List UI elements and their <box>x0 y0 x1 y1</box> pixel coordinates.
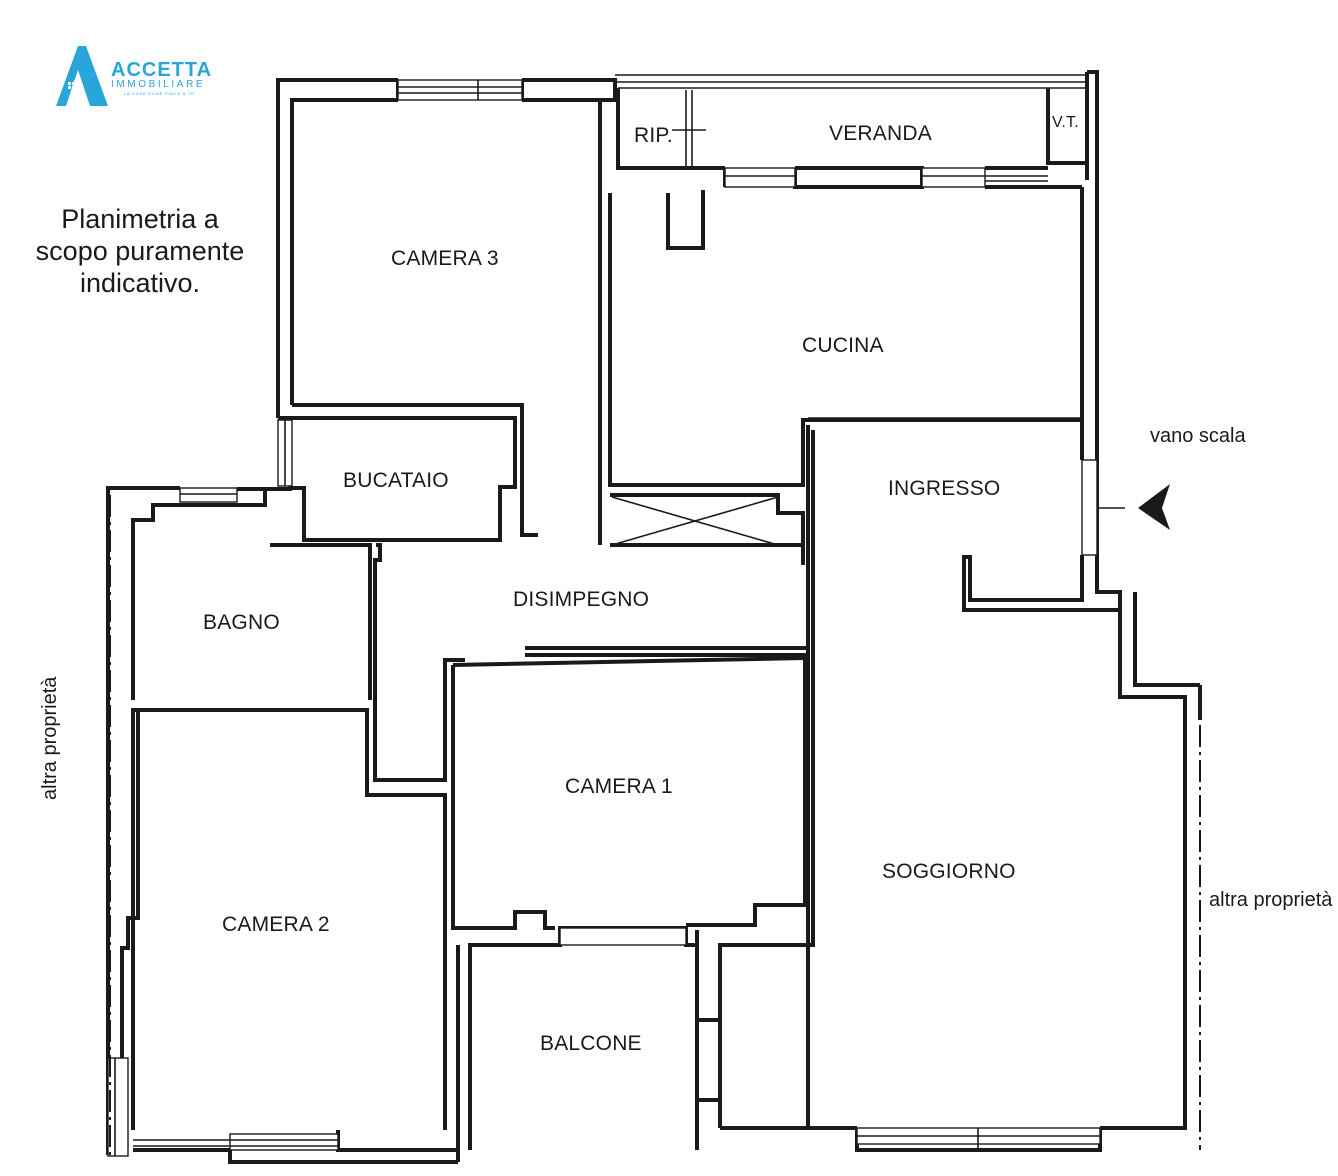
label-camera3: CAMERA 3 <box>391 247 499 270</box>
disclaimer-line-1: Planimetria a <box>61 204 219 234</box>
brand-subtitle: IMMOBILIARE <box>111 79 206 90</box>
window-cucina-left <box>724 167 796 188</box>
label-rip: RIP. <box>634 124 673 147</box>
window-camera2 <box>229 1133 339 1151</box>
disclaimer-line-2: scopo puramente <box>35 236 245 266</box>
label-ingresso: INGRESSO <box>888 477 1000 500</box>
disclaimer-note: Planimetria a scopo puramente indicativo… <box>22 203 258 299</box>
brand-tagline: LA CASA COME PIACE A TE <box>124 91 195 96</box>
label-veranda: VERANDA <box>829 122 932 145</box>
disclaimer-line-3: indicativo. <box>79 268 201 298</box>
brand-name: ACCETTA <box>111 59 213 81</box>
accetta-logo <box>50 44 230 110</box>
windows <box>107 79 1125 1157</box>
interior-walls <box>270 100 1082 1128</box>
window-cucina-right <box>921 167 986 188</box>
label-balcone: BALCONE <box>540 1032 642 1055</box>
label-vano-scala: vano scala <box>1150 425 1246 447</box>
window-camera2-side <box>107 1057 129 1157</box>
window-camera3 <box>397 79 523 101</box>
label-disimpegno: DISIMPEGNO <box>513 588 649 611</box>
label-soggiorno: SOGGIORNO <box>882 860 1016 883</box>
label-altra-proprieta-left: altra proprietà <box>39 676 61 800</box>
door-ingresso <box>1081 459 1098 556</box>
logo-a-mark-icon <box>56 46 108 106</box>
label-camera2: CAMERA 2 <box>222 913 330 936</box>
entrance-arrow-icon <box>1138 484 1170 530</box>
label-bucataio: BUCATAIO <box>343 469 449 492</box>
label-vt: V.T. <box>1052 114 1079 131</box>
label-camera1: CAMERA 1 <box>565 775 673 798</box>
label-bagno: BAGNO <box>203 611 280 634</box>
window-bagno <box>179 487 238 503</box>
label-altra-proprieta-right: altra proprietà <box>1209 889 1333 911</box>
label-cucina: CUCINA <box>802 334 884 357</box>
door-balcone <box>559 927 687 946</box>
